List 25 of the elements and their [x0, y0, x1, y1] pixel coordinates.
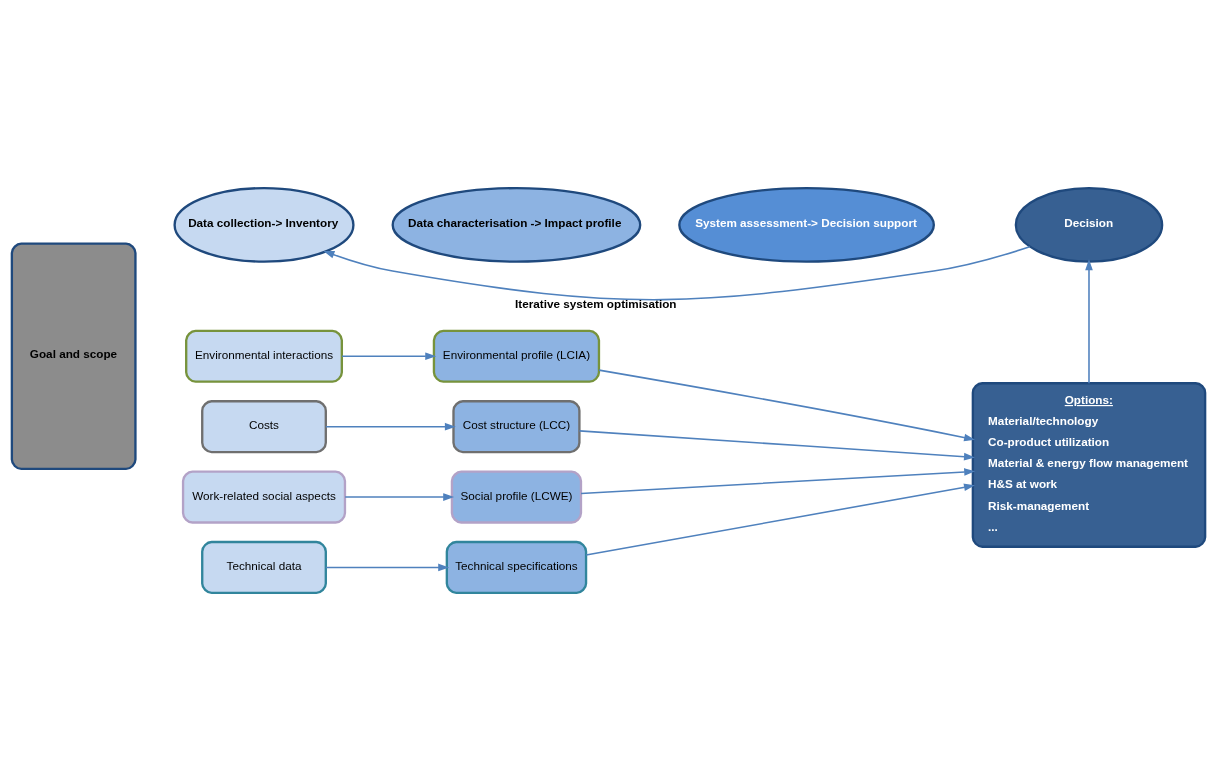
node-box: Goal and scope [10, 242, 137, 470]
arrow [578, 429, 975, 460]
arrow [344, 492, 455, 501]
arrow [325, 563, 450, 571]
arrow [580, 467, 976, 494]
node-box: Social profile (LCWE) [450, 469, 583, 524]
arrow [598, 368, 976, 441]
arrow [1085, 258, 1093, 384]
node-box: Costs [201, 399, 327, 453]
edge-label: Iterative system optimisation [515, 296, 677, 310]
node-box: Technical data [201, 540, 327, 594]
node-box: Options: Material/technology Co-product utilization Material & energy flow management H&S at work Risk-management ... [971, 381, 1207, 548]
node-ellipse: Decision [1014, 186, 1164, 263]
node-box: Environmental interactions [185, 329, 343, 383]
node-box: Technical specifications [445, 540, 588, 594]
arrow [323, 245, 1031, 300]
node-ellipse: Data characterisation -> Impact profile [391, 186, 642, 263]
arrow [585, 482, 975, 556]
arrow [325, 422, 456, 430]
node-box: Cost structure (LCC) [452, 399, 581, 453]
node-ellipse: Data collection-> Inventory [173, 186, 355, 263]
node-box: Work-related social aspects [181, 469, 347, 524]
node-ellipse: System assessment-> Decision support [678, 186, 935, 263]
arrow [341, 351, 437, 360]
node-box: Environmental profile (LCIA) [432, 329, 601, 383]
